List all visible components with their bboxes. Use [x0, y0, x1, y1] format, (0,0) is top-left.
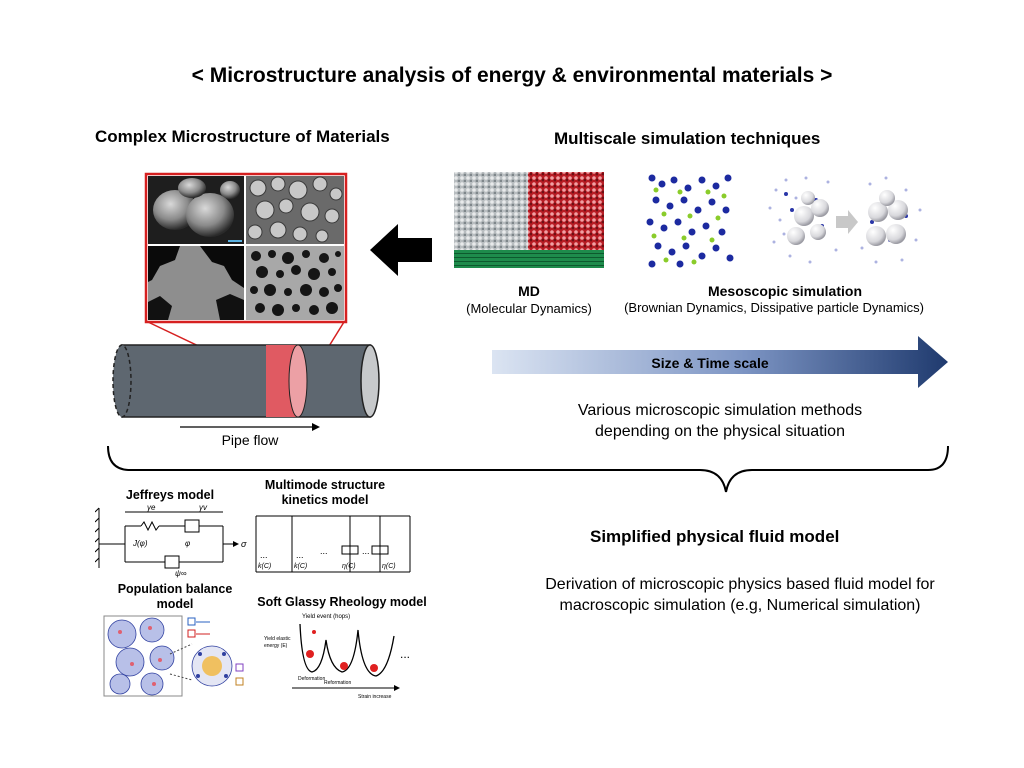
svg-text:η(C): η(C) [342, 563, 356, 570]
md-title: MD [518, 283, 540, 299]
sgr-reformation-label: Reformation [324, 680, 351, 686]
multimode-dots-2: ... [296, 550, 304, 560]
dpd-simulation-image [768, 176, 922, 264]
microscopy-panel [144, 172, 348, 381]
left-arrow-icon [370, 224, 432, 276]
population-model-title-line1: Population balance [117, 582, 233, 596]
multimode-model-diagram: ... ... ... ... k(C) k(C) η(C) η(C) [255, 515, 411, 573]
multiscale-heading: Multiscale simulation techniques [554, 129, 821, 148]
pipe-diagram [112, 344, 380, 431]
multimode-model-title-line2: kinetics model [281, 493, 369, 507]
brownian-dynamics-image [644, 170, 736, 270]
page-title: < Microstructure analysis of energy & en… [191, 64, 833, 87]
svg-text:η(C): η(C) [382, 563, 396, 570]
sgr-energy-label-2: energy (E) [264, 643, 288, 649]
svg-text:γe: γe [147, 503, 156, 512]
md-subtitle: (Molecular Dynamics) [466, 301, 592, 316]
fluid-model-heading: Simplified physical fluid model [590, 527, 840, 546]
micrograph-porous [246, 246, 344, 320]
scale-arrow [492, 336, 948, 388]
microstructure-heading: Complex Microstructure of Materials [95, 127, 390, 146]
jeffreys-model-diagram: γe γv J(φ) φ ψ∞ σ [95, 503, 247, 578]
meso-title: Mesoscopic simulation [707, 283, 863, 299]
md-simulation-image [454, 172, 604, 268]
sgr-yield-label: Yield event (hops) [302, 614, 350, 620]
multiscale-desc-line1: Various microscopic simulation methods [577, 402, 863, 419]
scale-arrow-label: Size & Time scale [651, 355, 769, 371]
svg-text:γv: γv [199, 503, 208, 512]
svg-text:ψ∞: ψ∞ [175, 569, 187, 578]
svg-text:k(C): k(C) [258, 563, 271, 570]
fluid-desc-line2: macroscopic simulation (e.g, Numerical s… [559, 597, 921, 614]
population-model-title-line2: model [156, 597, 194, 611]
jeffreys-model-title: Jeffreys model [125, 488, 215, 502]
grouping-brace [107, 445, 949, 493]
svg-text:σ: σ [241, 539, 247, 549]
sgr-model-title: Soft Glassy Rheology model [257, 595, 427, 609]
population-model-diagram [103, 615, 244, 697]
sgr-model-diagram: Yield event (hops) Yield elastic energy … [264, 614, 410, 700]
multimode-dots-3: ... [320, 546, 328, 556]
multimode-model-title-line1: Multimode structure [264, 478, 386, 492]
pipe-flow-label: Pipe flow [221, 432, 279, 448]
multimode-dots-1: ... [260, 550, 268, 560]
sem-image-grains [246, 176, 344, 244]
svg-text:k(C): k(C) [294, 563, 307, 570]
svg-text:φ: φ [185, 539, 190, 548]
sgr-strain-label: Strain increase [358, 694, 392, 700]
sgr-energy-label-1: Yield elastic [264, 636, 291, 642]
meso-subtitle: (Brownian Dynamics, Dissipative particle… [624, 300, 924, 315]
multiscale-desc-line2: depending on the physical situation [595, 423, 845, 440]
multimode-dots-4: ... [362, 546, 370, 556]
sgr-dots: ... [400, 647, 410, 661]
sgr-deformation-label: Deformation [298, 676, 325, 682]
svg-text:J(φ): J(φ) [132, 539, 148, 548]
fluid-desc-line1: Derivation of microscopic physics based … [545, 576, 935, 593]
micrograph-phase [148, 246, 244, 320]
sem-image-particles [148, 176, 244, 244]
